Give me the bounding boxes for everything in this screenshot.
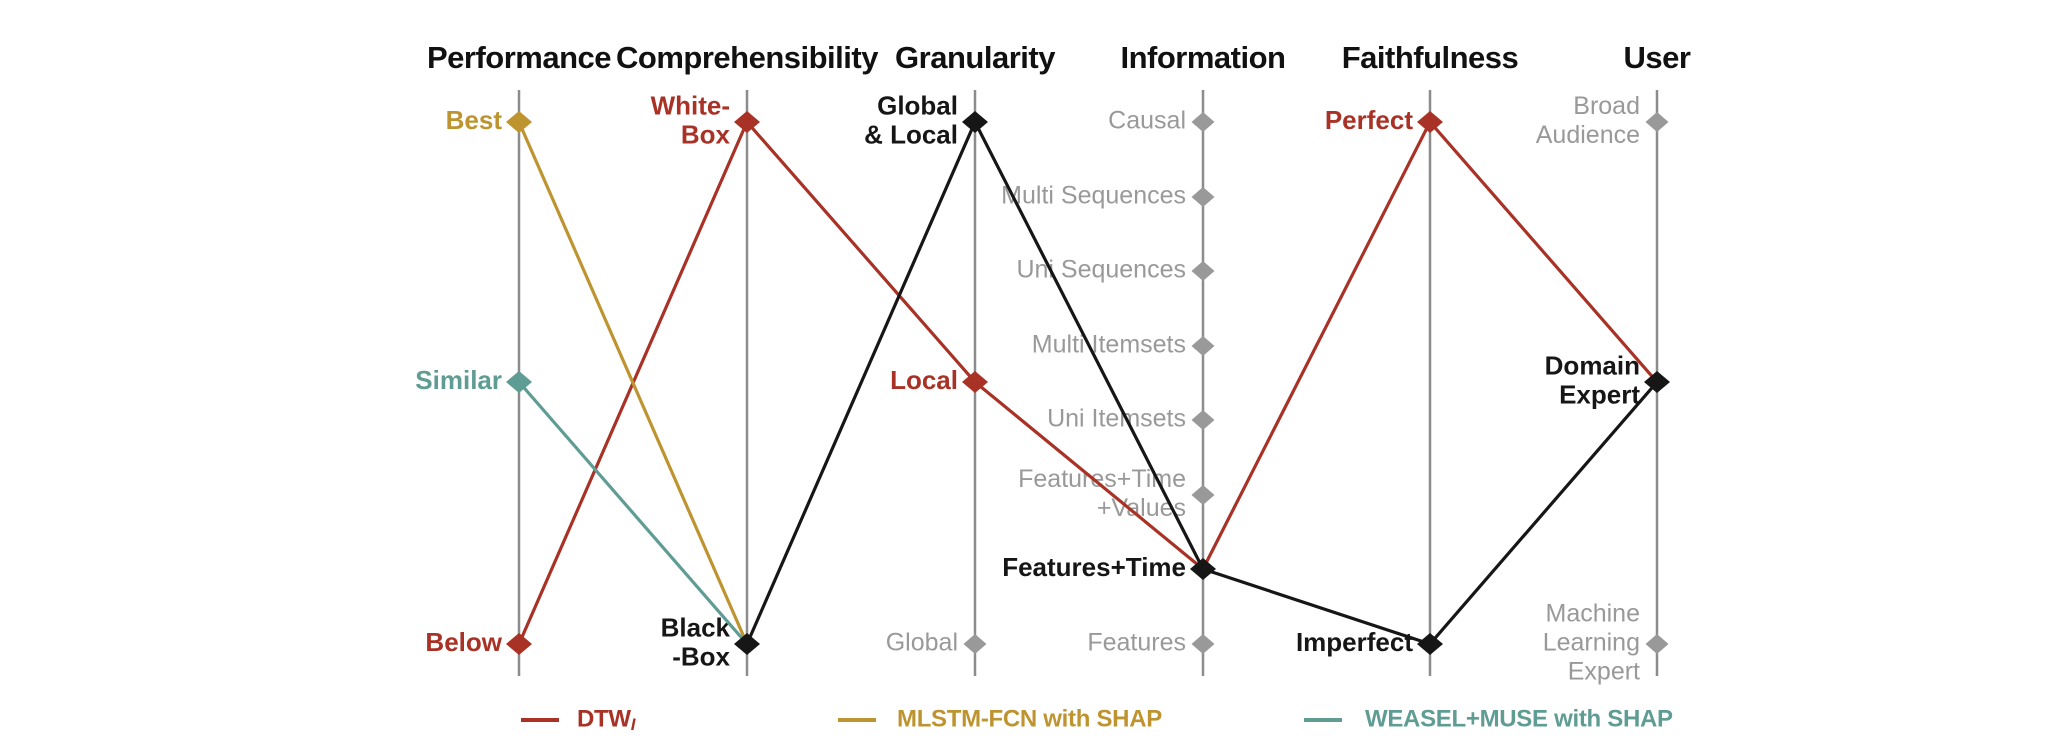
tick-label-global-local: Global& Local xyxy=(864,90,958,149)
legend-label-weasel-muse-with-shap: WEASEL+MUSE with SHAP xyxy=(1365,705,1673,732)
tick-label-perfect: Perfect xyxy=(1325,105,1413,135)
tick-diamond-information-features-time-values xyxy=(1191,485,1215,505)
axis-header-user: User xyxy=(1624,40,1691,75)
axis-header-information: Information xyxy=(1121,40,1286,75)
tick-diamond-faithfulness-imperfect xyxy=(1417,633,1443,655)
axis-header-faithfulness: Faithfulness xyxy=(1342,40,1519,75)
tick-diamond-granularity-local xyxy=(962,371,988,393)
tick-diamond-information-features xyxy=(1191,634,1215,654)
series-line-mlstm-fcn-with-shap xyxy=(517,120,749,646)
tick-diamond-performance-below xyxy=(506,633,532,655)
tick-label-features: Features xyxy=(1087,629,1186,657)
tick-diamond-information-causal xyxy=(1191,112,1215,132)
tick-diamond-comprehensibility-white-box xyxy=(734,111,760,133)
tick-diamond-performance-similar xyxy=(506,371,532,393)
tick-label-uni-sequences: Uni Sequences xyxy=(1016,256,1186,284)
tick-label-similar: Similar xyxy=(415,365,502,395)
tick-diamond-information-uni-itemsets xyxy=(1191,410,1215,430)
legend-label-mlstm-fcn-with-shap: MLSTM-FCN with SHAP xyxy=(897,705,1162,732)
axis-header-granularity: Granularity xyxy=(895,40,1056,75)
tick-diamond-user-domain-expert xyxy=(1644,371,1670,393)
tick-diamond-information-multi-sequences xyxy=(1191,187,1215,207)
series-line-weasel-muse-with-shap xyxy=(517,380,749,646)
axis-header-comprehensibility: Comprehensibility xyxy=(616,40,879,75)
series-line-dtw-i xyxy=(517,120,1659,646)
tick-label-uni-itemsets: Uni Itemsets xyxy=(1047,405,1186,433)
tick-diamond-information-multi-itemsets xyxy=(1191,336,1215,356)
tick-diamond-information-features-time xyxy=(1190,558,1216,580)
tick-diamond-granularity-global xyxy=(963,634,987,654)
tick-label-multi-sequences: Multi Sequences xyxy=(1001,182,1186,210)
legend-label-dtw: DTWI xyxy=(577,705,637,734)
tick-diamond-user-machine-learning-expert xyxy=(1645,634,1669,654)
tick-diamond-comprehensibility-black-box xyxy=(734,633,760,655)
tick-label-causal: Causal xyxy=(1108,107,1186,135)
tick-diamond-granularity-global-local xyxy=(962,111,988,133)
tick-label-white-box: White-Box xyxy=(651,90,731,149)
axis-header-performance: Performance xyxy=(427,40,611,75)
tick-label-best: Best xyxy=(446,105,503,135)
tick-label-global: Global xyxy=(886,629,958,657)
tick-label-features-time-values: Features+Time+Values xyxy=(1018,465,1186,522)
tick-label-local: Local xyxy=(890,365,958,395)
tick-label-multi-itemsets: Multi Itemsets xyxy=(1032,331,1186,359)
tick-diamond-performance-best xyxy=(506,111,532,133)
tick-label-black-box: Black-Box xyxy=(661,612,731,671)
tick-diamond-faithfulness-perfect xyxy=(1417,111,1443,133)
tick-diamond-user-broad-audience xyxy=(1645,112,1669,132)
tick-label-below: Below xyxy=(425,627,502,657)
tick-diamond-information-uni-sequences xyxy=(1191,261,1215,281)
tick-label-features-time: Features+Time xyxy=(1002,552,1186,582)
